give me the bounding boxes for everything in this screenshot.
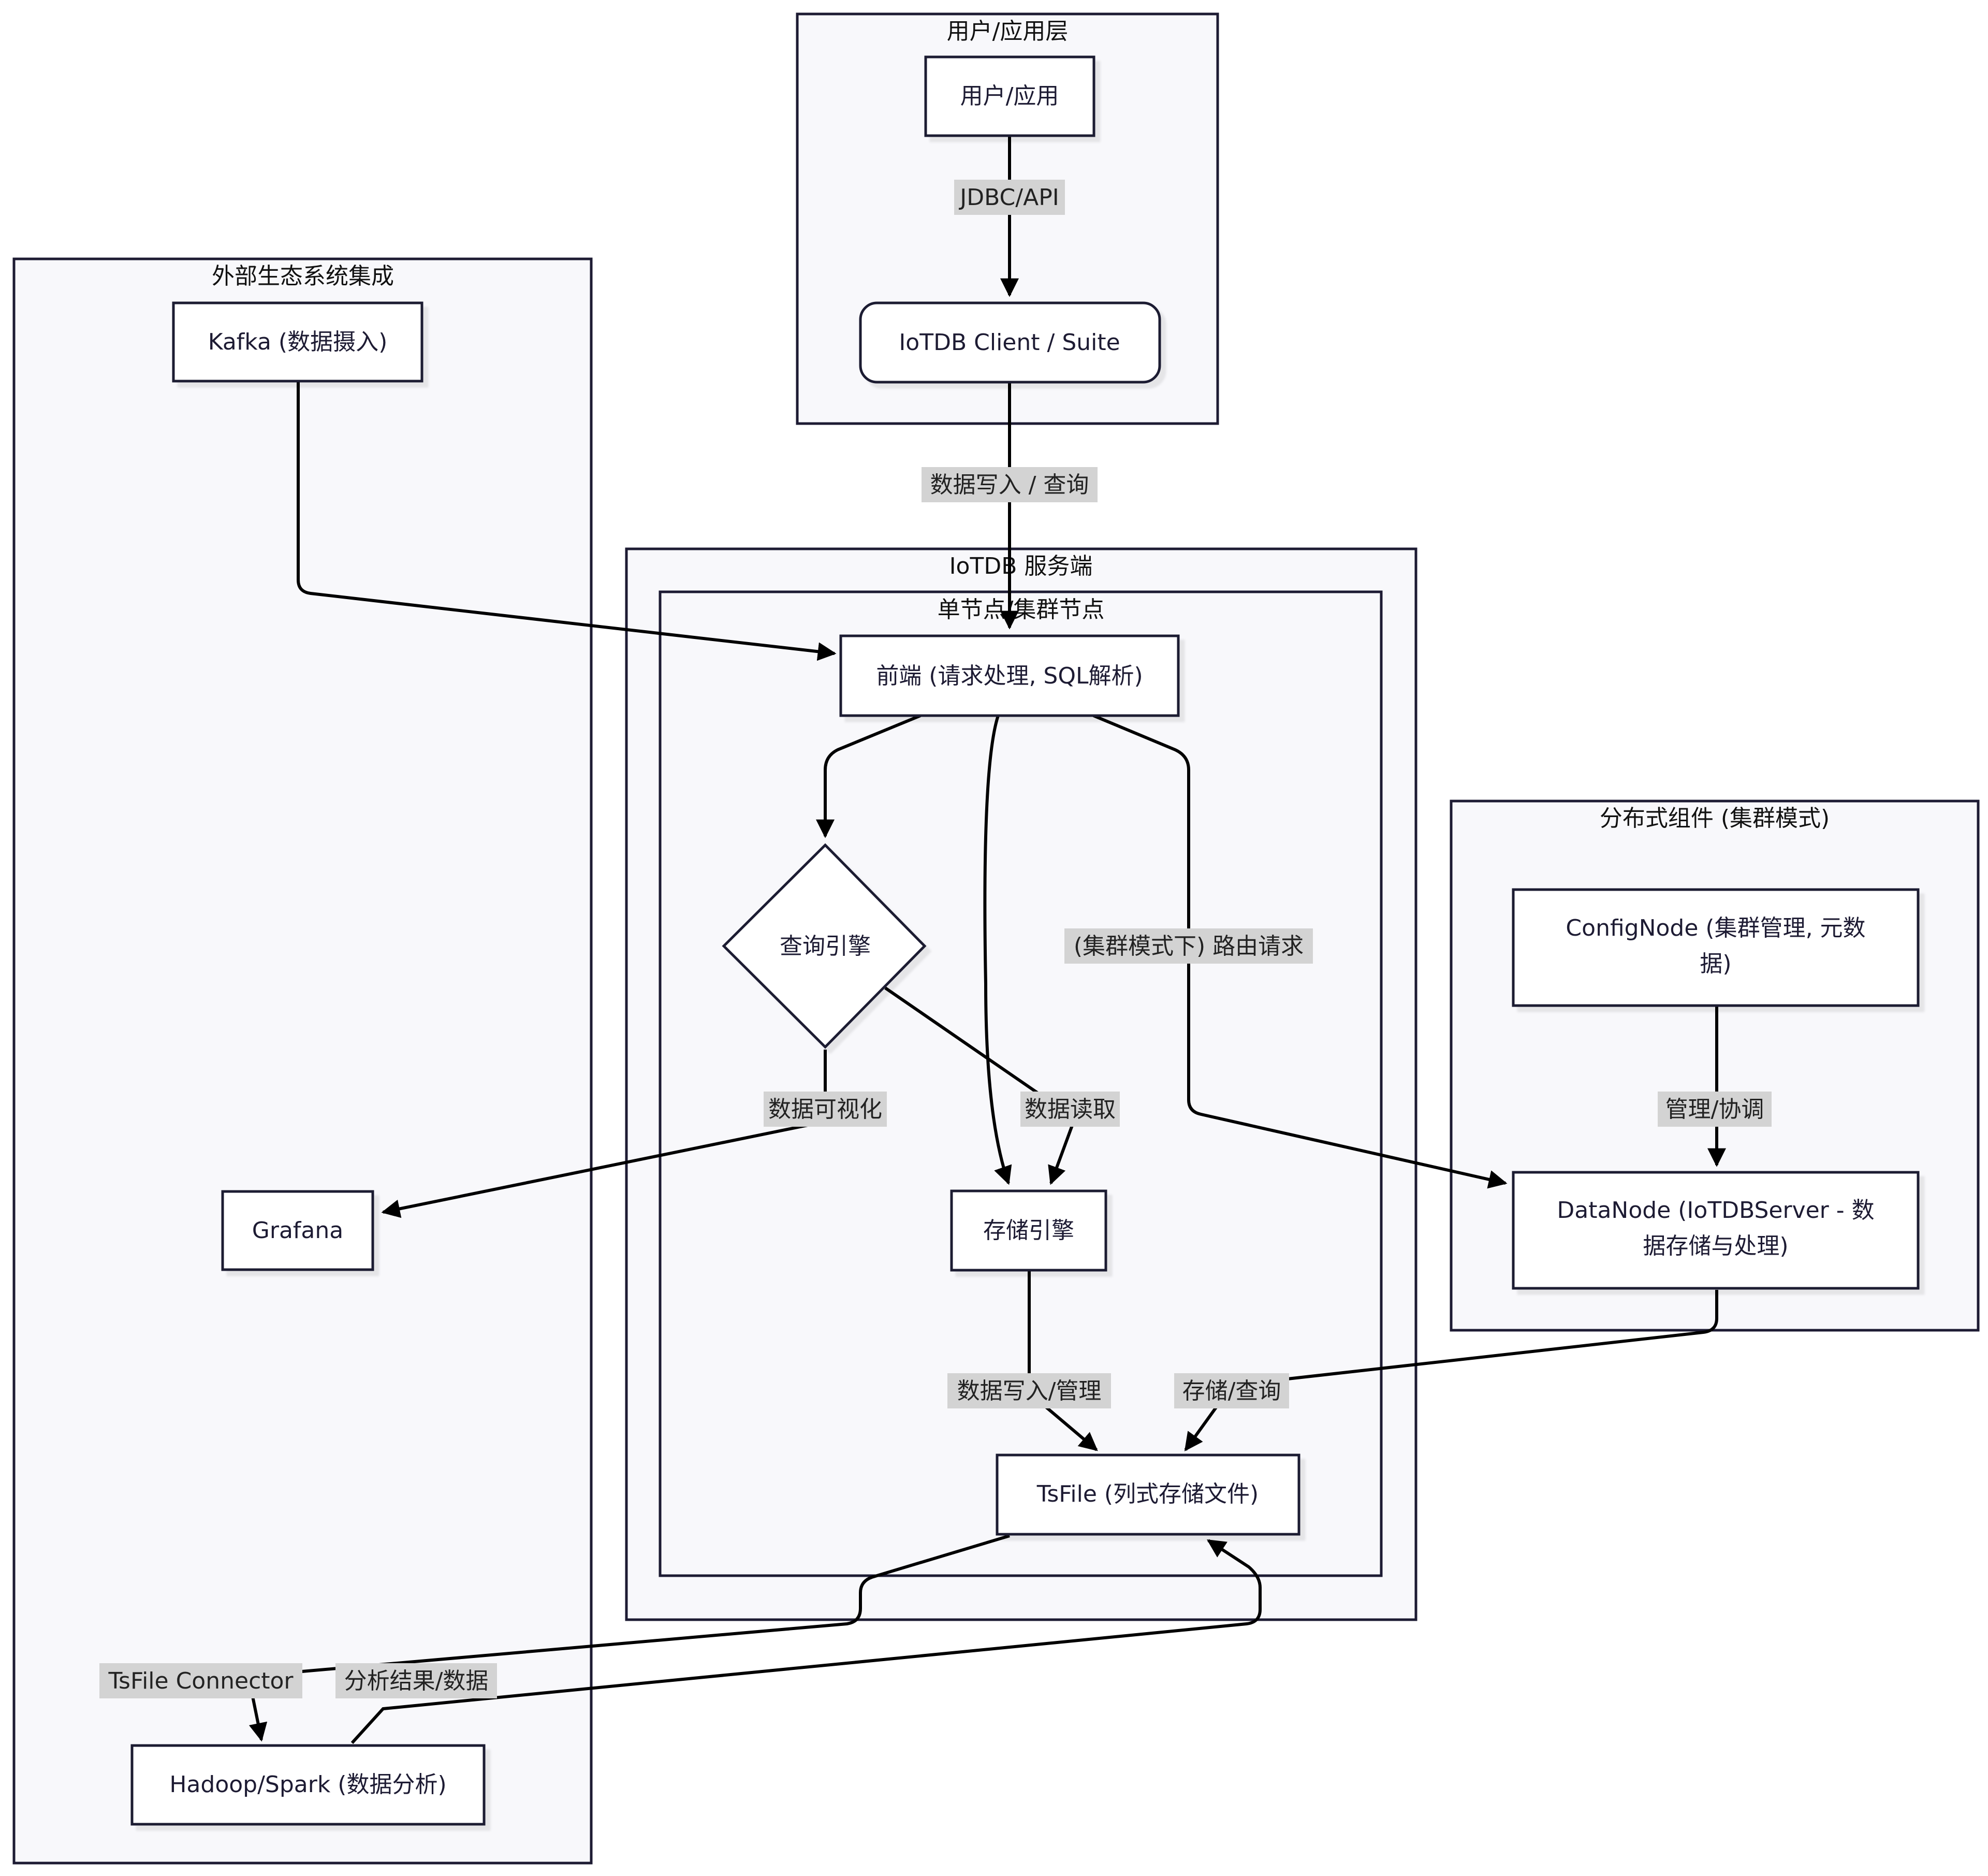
edge-label-visualize: 数据可视化 [764, 1092, 887, 1127]
edge-label-write-manage-text: 数据写入/管理 [957, 1378, 1102, 1404]
node-label-confignode-line1: ConfigNode (集群管理, 元数 [1566, 915, 1865, 941]
edge-label-write-query: 数据写入 / 查询 [922, 467, 1098, 502]
node-label-grafana: Grafana [252, 1217, 343, 1244]
edge-label-store-query-text: 存储/查询 [1182, 1378, 1281, 1404]
node-label-storage-engine: 存储引擎 [983, 1217, 1074, 1244]
edge-label-read-text: 数据读取 [1025, 1096, 1116, 1123]
edge-label-write-query-text: 数据写入 / 查询 [930, 472, 1089, 498]
edge-frontend-to-query [816, 714, 922, 838]
cluster-node: 单节点/集群节点 [659, 590, 1383, 1577]
node-label-kafka: Kafka (数据摄入) [208, 329, 388, 355]
node-datanode[interactable]: DataNode (IoTDBServer - 数 据存储与处理) [1512, 1171, 1920, 1290]
node-label-query-engine: 查询引擎 [780, 933, 871, 959]
node-confignode[interactable]: ConfigNode (集群管理, 元数 据) [1512, 888, 1920, 1007]
edge-label-jdbc: JDBC/API [954, 180, 1065, 215]
node-frontend[interactable]: 前端 (请求处理, SQL解析) [839, 634, 1180, 717]
cluster-title-distributed: 分布式组件 (集群模式) [1600, 805, 1830, 832]
node-label-datanode-line1: DataNode (IoTDBServer - 数 [1557, 1197, 1874, 1224]
cluster-title-server: IoTDB 服务端 [949, 553, 1093, 579]
node-query-engine[interactable]: 查询引擎 [722, 843, 927, 1049]
node-grafana[interactable]: Grafana [221, 1190, 374, 1271]
edge-label-manage-text: 管理/协调 [1665, 1096, 1764, 1123]
edge-hadoop-to-tsfile [350, 1539, 1262, 1744]
node-hadoop[interactable]: Hadoop/Spark (数据分析) [130, 1744, 486, 1826]
edge-label-route: (集群模式下) 路由请求 [1064, 928, 1313, 964]
edge-kafka-to-frontend [297, 381, 837, 661]
node-label-user-app: 用户/应用 [960, 83, 1059, 109]
edge-tsfile-to-hadoop [246, 1534, 1010, 1742]
edge-frontend-to-storage [983, 715, 1012, 1185]
node-label-datanode-line2: 据存储与处理) [1643, 1233, 1788, 1259]
node-tsfile[interactable]: TsFile (列式存储文件) [996, 1453, 1300, 1536]
node-label-tsfile: TsFile (列式存储文件) [1036, 1481, 1259, 1507]
edge-label-read: 数据读取 [1020, 1092, 1120, 1127]
edge-label-connector-text: TsFile Connector [108, 1668, 294, 1694]
edge-label-results-text: 分析结果/数据 [344, 1668, 489, 1694]
cluster-ecosystem: 外部生态系统集成 [12, 257, 593, 1865]
node-label-client: IoTDB Client / Suite [899, 329, 1120, 356]
edge-label-store-query: 存储/查询 [1174, 1373, 1289, 1408]
edge-label-route-text: (集群模式下) 路由请求 [1074, 933, 1304, 959]
edge-datanode-to-tsfile [1184, 1290, 1718, 1451]
edge-labels: JDBC/API 数据写入 / 查询 (集群模式下) 路由请求 数据可视化 数据… [99, 180, 1772, 1698]
cluster-title-user-layer: 用户/应用层 [947, 18, 1069, 45]
edge-label-manage: 管理/协调 [1658, 1092, 1772, 1127]
node-label-frontend: 前端 (请求处理, SQL解析) [876, 663, 1143, 689]
node-kafka[interactable]: Kafka (数据摄入) [172, 301, 423, 383]
cluster-title-ecosystem: 外部生态系统集成 [212, 263, 394, 289]
edge-label-connector: TsFile Connector [99, 1663, 302, 1698]
node-client[interactable]: IoTDB Client / Suite [859, 301, 1161, 384]
node-user-app[interactable]: 用户/应用 [924, 55, 1095, 137]
cluster-title-node: 单节点/集群节点 [938, 597, 1105, 623]
edge-label-jdbc-text: JDBC/API [958, 184, 1059, 211]
edge-label-visualize-text: 数据可视化 [768, 1096, 882, 1123]
node-label-confignode-line2: 据) [1700, 951, 1731, 977]
node-storage-engine[interactable]: 存储引擎 [950, 1189, 1107, 1272]
node-label-hadoop: Hadoop/Spark (数据分析) [169, 1771, 446, 1798]
edge-label-write-manage: 数据写入/管理 [947, 1373, 1111, 1408]
edge-label-results: 分析结果/数据 [335, 1663, 497, 1698]
